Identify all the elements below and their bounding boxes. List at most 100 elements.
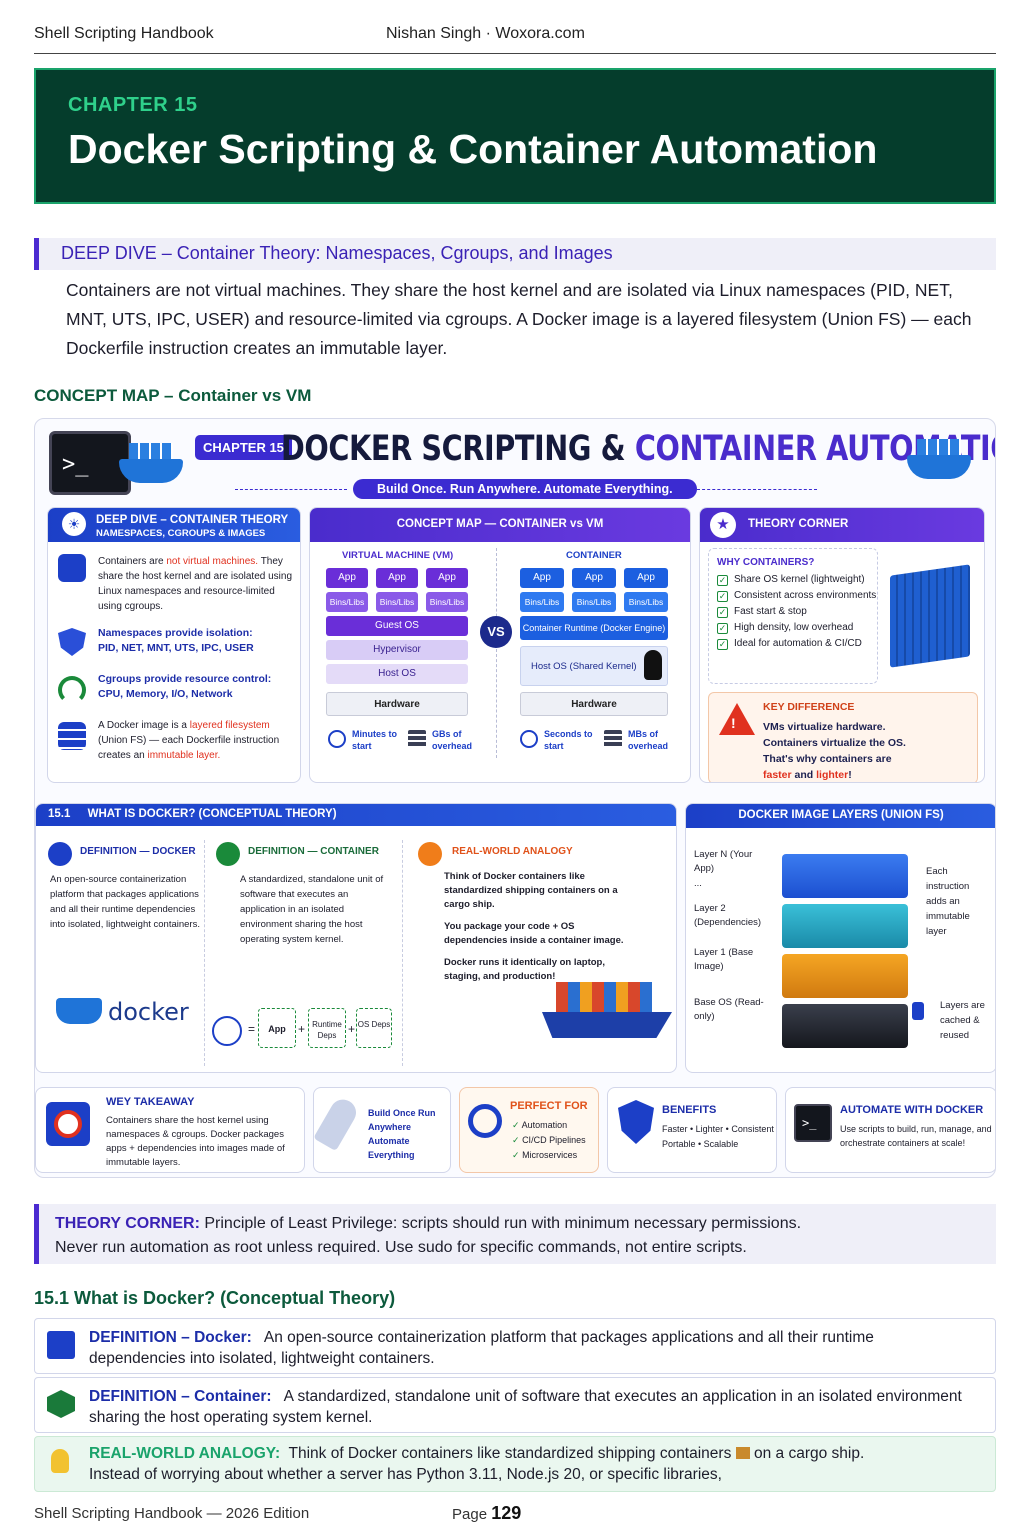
vm-app-2: App [376, 568, 418, 588]
vm-bins-2: Bins/Libs [376, 592, 418, 612]
vm-bins-1: Bins/Libs [326, 592, 368, 612]
analogy-line-2: Instead of worrying about whether a serv… [89, 1466, 722, 1483]
chapter-banner: CHAPTER 15 Docker Scripting & Container … [34, 68, 996, 204]
theory-corner-card: THEORY CORNER ★ WHY CONTAINERS? ✓Share O… [699, 507, 985, 783]
layer-base-image [782, 954, 908, 998]
namespaces-note: Namespaces provide isolation: PID, NET, … [98, 627, 254, 654]
clock-icon [520, 730, 538, 748]
theory-corner-box: THEORY CORNER: Principle of Least Privil… [34, 1204, 996, 1264]
c-app-3: App [624, 568, 668, 588]
container-label: CONTAINER [566, 550, 622, 561]
check-item: ✓Consistent across environments [717, 590, 877, 602]
lightbulb-icon: ☀ [62, 512, 86, 536]
cube-icon [58, 554, 86, 582]
deep-dive-body: Containers are not virtual machines. The… [66, 280, 972, 358]
gauge-icon [58, 676, 86, 704]
docker-whale-icon [119, 443, 183, 483]
layer-ellipsis: ... [694, 878, 702, 889]
theory-corner-label: THEORY CORNER: [55, 1215, 200, 1232]
eq-runtime-deps: Runtime Deps [308, 1008, 346, 1048]
automate-title: AUTOMATE WITH DOCKER [840, 1104, 984, 1116]
layer-note-immutable: Each instruction adds an immutable layer [926, 866, 970, 937]
shield-icon [58, 628, 86, 656]
page-number: 129 [491, 1503, 522, 1523]
not-vm-note: Containers are not virtual machines. The… [98, 556, 293, 612]
deep-dive-heading: DEEP DIVE – Container Theory: Namespaces… [34, 238, 996, 270]
vm-app-3: App [426, 568, 468, 588]
docker-whale-gear-icon [907, 439, 971, 479]
box-icon [418, 842, 442, 866]
chapter-number: CHAPTER 15 [68, 94, 198, 116]
vm-hypervisor: Hypervisor [326, 640, 468, 660]
star-icon: ★ [710, 512, 736, 538]
why-containers-box: WHY CONTAINERS? ✓Share OS kernel (lightw… [708, 548, 878, 684]
chapter-chip: CHAPTER 15 [195, 435, 292, 460]
check-item: ✓High density, low overhead [717, 622, 854, 634]
c-bins-3: Bins/Libs [624, 592, 668, 612]
c-bins-2: Bins/Libs [572, 592, 616, 612]
chapter-title: Docker Scripting & Container Automation [68, 126, 878, 172]
vm-label: VIRTUAL MACHINE (VM) [342, 550, 454, 561]
layers-icon [58, 722, 86, 750]
concept-map-label: CONCEPT MAP – Container vs VM [34, 386, 312, 405]
vm-hardware: Hardware [326, 692, 468, 716]
book-title: Shell Scripting Handbook [34, 25, 214, 42]
perfect-item: ✓ Automation [512, 1120, 568, 1130]
vm-start-time: Minutes to start [352, 729, 397, 751]
layer-base-os [782, 1004, 908, 1048]
section-number: 15.1 [48, 808, 71, 820]
layer-app [782, 854, 908, 898]
check-item: ✓Fast start & stop [717, 606, 807, 618]
what-is-docker-card: 15.1 WHAT IS DOCKER? (CONCEPTUAL THEORY)… [35, 803, 677, 1073]
takeaway-title: WEY TAKEAWAY [106, 1096, 195, 1108]
package-icon [735, 1447, 750, 1459]
benefits-text: Faster • Lighter • Consistent Portable •… [662, 1124, 774, 1149]
tagline: Build Once. Run Anywhere. Automate Every… [353, 479, 697, 499]
definition-container-box: DEFINITION – Container: A standardized, … [34, 1377, 996, 1433]
open-book-icon [47, 1331, 75, 1359]
vm-overhead: GBs of overhead [432, 729, 473, 751]
concept-map-card-head: CONCEPT MAP — CONTAINER vs VM [310, 508, 690, 542]
container-cube-icon [216, 842, 240, 866]
takeaway-text: Containers share the host kernel using n… [106, 1115, 285, 1168]
c-hardware: Hardware [520, 692, 668, 716]
rocket-card: Build Once Run Anywhere Automate Everyth… [313, 1087, 451, 1173]
eq-os-deps: OS Deps [356, 1008, 392, 1048]
perfect-item: ✓ CI/CD Pipelines [512, 1135, 586, 1145]
def-container-body: A standardized, standalone unit of softw… [89, 1388, 962, 1426]
base-os-label: Base OS (Read-only) [694, 997, 764, 1022]
vm-bins-3: Bins/Libs [426, 592, 468, 612]
benefits-card: BENEFITS Faster • Lighter • Consistent P… [607, 1087, 777, 1173]
cgroups-note: Cgroups provide resource control: CPU, M… [98, 673, 272, 700]
def-docker-body: An open-source containerization platform… [89, 1329, 874, 1367]
def-container-label: DEFINITION – Container: [89, 1388, 272, 1405]
author-site: Nishan Singh · Woxora.com [386, 25, 585, 42]
automate-text: Use scripts to build, run, manage, and o… [840, 1124, 992, 1148]
storage-icon [408, 730, 426, 748]
docker-logo-icon [56, 998, 102, 1024]
storage-icon [604, 730, 622, 748]
section-heading: 15.1 What is Docker? (Conceptual Theory) [34, 1288, 396, 1308]
vm-app-1: App [326, 568, 368, 588]
lock-icon [912, 1002, 924, 1020]
docker-card-head: WHAT IS DOCKER? (CONCEPTUAL THEORY) [87, 808, 337, 820]
infographic: >_ CHAPTER 15 DOCKER SCRIPTING & CONTAIN… [34, 418, 996, 1178]
c-app-1: App [520, 568, 564, 588]
terminal-small-icon: >_ [794, 1104, 832, 1142]
c-bins-1: Bins/Libs [520, 592, 564, 612]
lightbulb-icon [51, 1449, 69, 1473]
container-start-time: Seconds to start [544, 729, 593, 751]
layer-n-label: Layer N (Your App) [694, 849, 753, 874]
image-layers-note: A Docker image is a layered filesystem (… [98, 720, 280, 761]
book-icon [48, 842, 72, 866]
analogy-text: Think of Docker containers like standard… [444, 871, 624, 982]
definition-docker-box: DEFINITION – Docker: An open-source cont… [34, 1318, 996, 1374]
hex-cube-icon [47, 1390, 75, 1418]
container-overhead: MBs of overhead [628, 729, 669, 751]
layer-1-label: Layer 1 (Base Image) [694, 947, 754, 972]
concept-map-card: CONCEPT MAP — CONTAINER vs VM VIRTUAL MA… [309, 507, 691, 783]
analogy-label: REAL-WORLD ANALOGY: [89, 1445, 281, 1462]
theory-line-2: Never run automation as root unless requ… [55, 1239, 747, 1256]
def-docker-label: DEFINITION – Docker: [89, 1329, 252, 1346]
key-takeaway-card: WEY TAKEAWAY Containers share the host k… [35, 1087, 305, 1173]
